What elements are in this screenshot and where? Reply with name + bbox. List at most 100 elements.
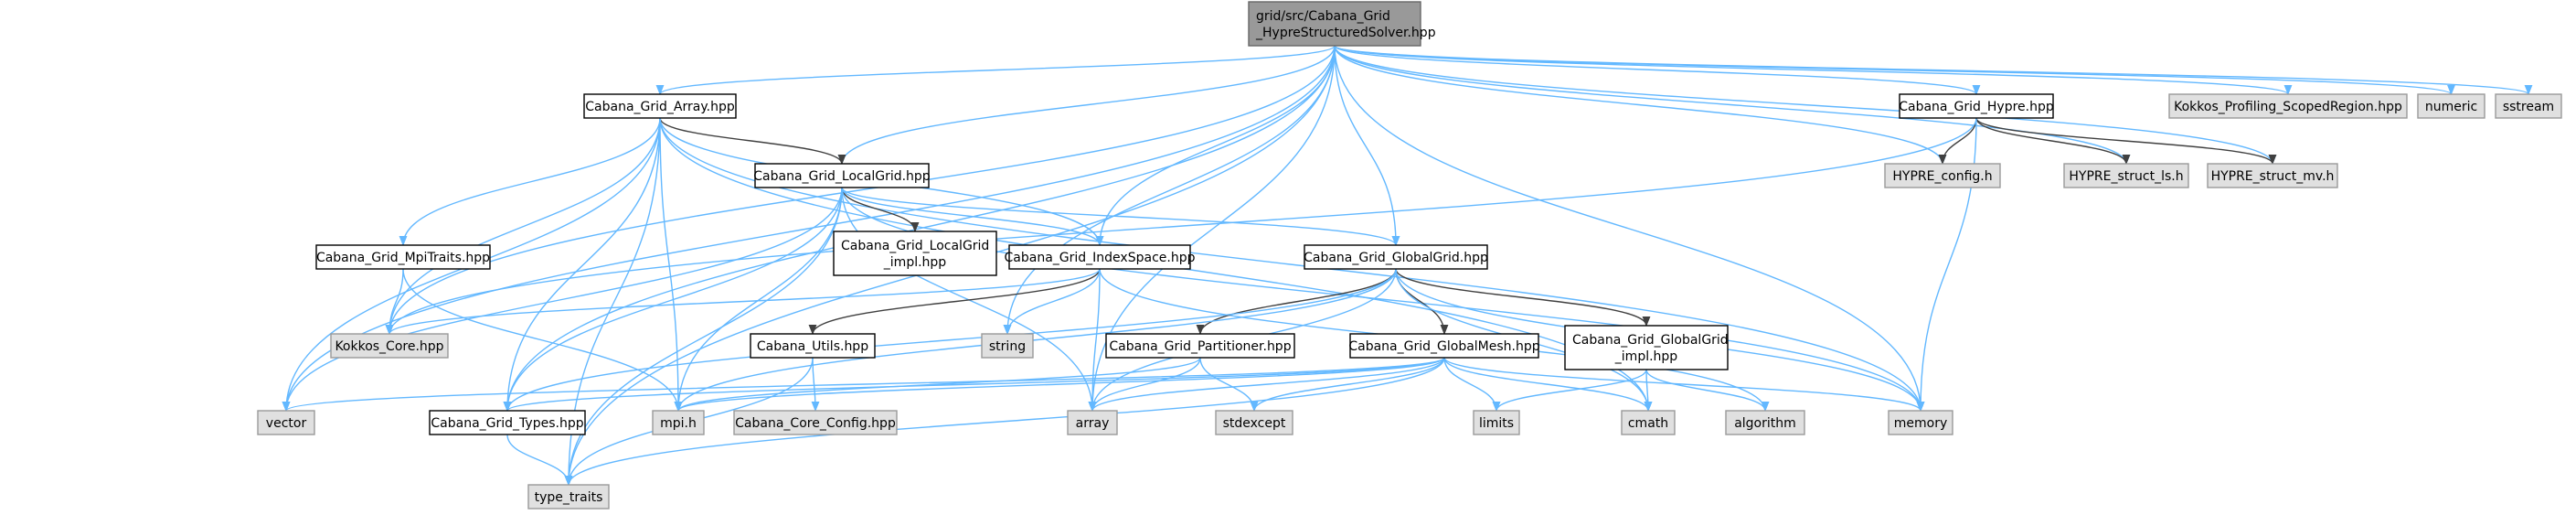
node-label: mpi.h bbox=[660, 416, 697, 431]
edge-localgrid-to-vector bbox=[282, 187, 843, 413]
edge-mpitraits-to-mpi_h bbox=[402, 268, 683, 413]
node-box bbox=[1248, 1, 1421, 47]
edge-array_hpp-to-kokkos_core bbox=[385, 117, 661, 336]
edge-globalmesh-to-type_traits bbox=[564, 357, 1445, 487]
edge-root-to-hypre_ls bbox=[1334, 45, 2131, 166]
node-hypre-ls: HYPRE_struct_ls.h bbox=[2063, 163, 2189, 188]
edge-hypre_hpp-to-hypre_mv bbox=[1975, 117, 2277, 166]
node-array-hpp[interactable]: Cabana_Grid_Array.hpp bbox=[583, 93, 737, 119]
edge-globalmesh-to-types bbox=[503, 357, 1445, 413]
node-label: vector bbox=[266, 416, 307, 431]
edge-indexspace-to-utils bbox=[808, 268, 1101, 336]
node-localgrid[interactable]: Cabana_Grid_LocalGrid.hpp bbox=[753, 163, 931, 188]
node-box bbox=[1105, 333, 1295, 359]
edge-root-to-kokkos_core bbox=[385, 45, 1336, 336]
node-label: Kokkos_Profiling_ScopedRegion.hpp bbox=[2174, 100, 2402, 114]
edge-globalgrid-to-globalgrid_impl bbox=[1395, 268, 1651, 327]
node-label: stdexcept bbox=[1223, 416, 1286, 431]
node-box bbox=[1725, 410, 1805, 435]
edge-array_hpp-to-mpitraits bbox=[399, 117, 661, 247]
node-label: numeric bbox=[2425, 100, 2477, 114]
edge-localgrid-to-array bbox=[841, 187, 1097, 413]
node-box bbox=[2168, 93, 2408, 119]
node-vector: vector bbox=[257, 410, 315, 435]
node-box bbox=[1349, 333, 1539, 359]
node-box bbox=[733, 410, 898, 435]
node-label: Cabana_Utils.hpp bbox=[757, 339, 868, 354]
node-label: HYPRE_struct_mv.h bbox=[2211, 169, 2335, 184]
node-mpitraits[interactable]: Cabana_Grid_MpiTraits.hpp bbox=[315, 244, 491, 270]
edge-indexspace-to-array bbox=[1088, 268, 1101, 413]
node-stdexcept: stdexcept bbox=[1215, 410, 1293, 435]
node-globalgrid-impl[interactable]: Cabana_Grid_GlobalGrid_impl.hpp bbox=[1564, 325, 1729, 370]
node-box bbox=[257, 410, 315, 435]
node-partitioner[interactable]: Cabana_Grid_Partitioner.hpp bbox=[1105, 333, 1295, 359]
node-box bbox=[833, 231, 997, 276]
node-label: Cabana_Grid_Hypre.hpp bbox=[1899, 100, 2054, 114]
edge-root-to-indexspace bbox=[1095, 45, 1336, 247]
node-sstream: sstream bbox=[2495, 93, 2562, 119]
node-globalmesh[interactable]: Cabana_Grid_GlobalMesh.hpp bbox=[1348, 333, 1540, 359]
node-types[interactable]: Cabana_Grid_Types.hpp bbox=[429, 410, 586, 435]
edge-globalgrid-to-types bbox=[503, 268, 1397, 413]
edge-array_hpp-to-types bbox=[503, 117, 661, 413]
node-label: Cabana_Grid_LocalGrid.hpp bbox=[753, 169, 931, 184]
node-indexspace[interactable]: Cabana_Grid_IndexSpace.hpp bbox=[1005, 244, 1196, 270]
node-utils[interactable]: Cabana_Utils.hpp bbox=[750, 333, 876, 359]
edge-layer bbox=[282, 45, 2532, 487]
node-box bbox=[2417, 93, 2486, 119]
node-box bbox=[1884, 163, 2001, 188]
edge-root-to-kokkos_prof bbox=[1334, 45, 2293, 96]
node-box bbox=[1008, 244, 1191, 270]
edge-globalmesh-to-cmath bbox=[1443, 357, 1653, 413]
node-label: Cabana_Grid_Array.hpp bbox=[585, 100, 735, 114]
node-localgrid-impl[interactable]: Cabana_Grid_LocalGrid_impl.hpp bbox=[833, 231, 997, 276]
node-type-traits: type_traits bbox=[527, 484, 610, 510]
node-hypre-hpp[interactable]: Cabana_Grid_Hypre.hpp bbox=[1899, 93, 2054, 119]
node-root[interactable]: grid/src/Cabana_Grid_HypreStructuredSolv… bbox=[1248, 1, 1436, 47]
node-label: array bbox=[1076, 416, 1110, 431]
edge-localgrid-to-localgrid_impl bbox=[841, 187, 920, 233]
node-box bbox=[2207, 163, 2338, 188]
edge-globalmesh-to-stdexcept bbox=[1250, 357, 1445, 413]
edge-array_hpp-to-localgrid bbox=[659, 117, 846, 166]
node-box bbox=[2063, 163, 2189, 188]
node-string: string bbox=[981, 333, 1034, 359]
node-globalgrid[interactable]: Cabana_Grid_GlobalGrid.hpp bbox=[1304, 244, 1488, 270]
node-layer: grid/src/Cabana_Grid_HypreStructuredSolv… bbox=[257, 1, 2562, 510]
node-box bbox=[1304, 244, 1488, 270]
edge-localgrid-to-indexspace bbox=[841, 187, 1104, 247]
node-hypre-mv: HYPRE_struct_mv.h bbox=[2207, 163, 2338, 188]
edge-partitioner-to-mpi_h bbox=[674, 357, 1201, 413]
node-label: HYPRE_config.h bbox=[1892, 169, 1992, 184]
edge-root-to-string bbox=[1003, 45, 1336, 336]
node-box bbox=[1215, 410, 1293, 435]
node-label: type_traits bbox=[535, 490, 603, 505]
edge-localgrid-to-types bbox=[503, 187, 843, 413]
node-label: Cabana_Grid_GlobalMesh.hpp bbox=[1348, 339, 1539, 354]
edge-globalgrid_impl-to-limits bbox=[1492, 369, 1647, 413]
edge-root-to-hypre_mv bbox=[1334, 45, 2277, 166]
node-core-config: Cabana_Core_Config.hpp bbox=[733, 410, 898, 435]
edge-root-to-numeric bbox=[1334, 45, 2455, 96]
node-label: sstream bbox=[2503, 100, 2554, 114]
node-box bbox=[1473, 410, 1520, 435]
node-box bbox=[330, 333, 449, 359]
node-label: algorithm bbox=[1734, 416, 1796, 431]
edge-globalmesh-to-vector bbox=[282, 357, 1445, 413]
edge-root-to-memory bbox=[1334, 45, 1925, 413]
edge-globalgrid-to-mpi_h bbox=[674, 268, 1397, 413]
node-label: Cabana_Grid_MpiTraits.hpp bbox=[316, 251, 490, 265]
node-box bbox=[1888, 410, 1953, 435]
edge-globalgrid_impl-to-cmath bbox=[1644, 369, 1653, 413]
node-label: _impl.hpp bbox=[1614, 349, 1678, 364]
edge-globalmesh-to-array bbox=[1088, 357, 1445, 413]
edge-hypre_hpp-to-hypre_config bbox=[1938, 117, 1977, 166]
node-algorithm: algorithm bbox=[1725, 410, 1805, 435]
edge-root-to-hypre_config bbox=[1334, 45, 1947, 166]
node-box bbox=[429, 410, 586, 435]
node-label: string bbox=[989, 339, 1026, 354]
node-mpi-h: mpi.h bbox=[652, 410, 705, 435]
node-label: Cabana_Grid_IndexSpace.hpp bbox=[1005, 251, 1196, 265]
